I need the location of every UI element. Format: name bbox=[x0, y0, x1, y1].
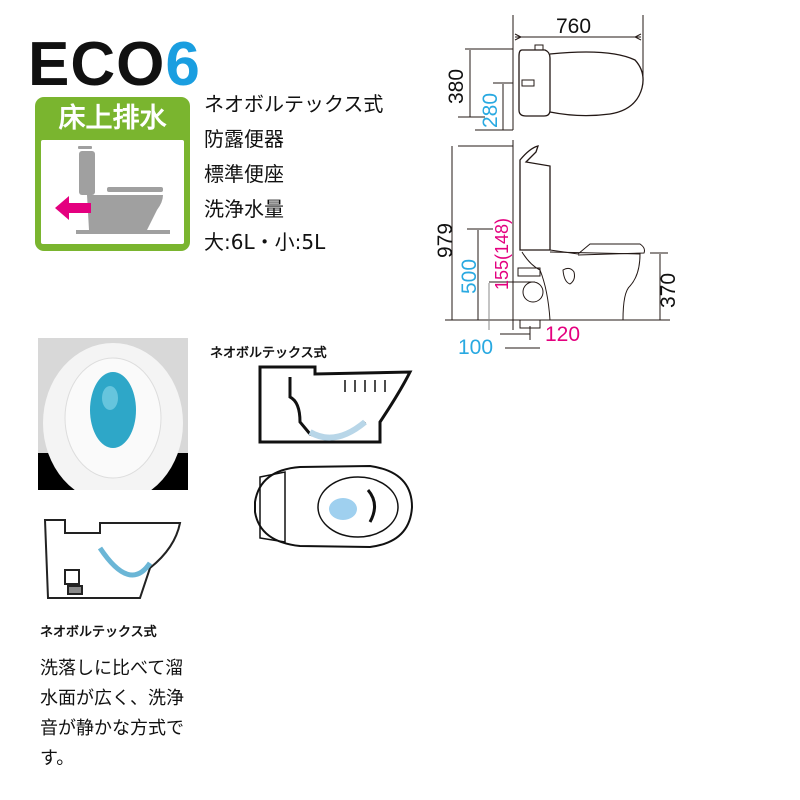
badge-illustration bbox=[41, 140, 184, 244]
dim-seat-height: 370 bbox=[657, 272, 680, 308]
logo-number: 6 bbox=[165, 30, 201, 99]
dim-offset-120: 120 bbox=[545, 323, 581, 346]
logo-prefix: ECO bbox=[28, 30, 166, 99]
photo-caption: ネオボルテックス式 bbox=[40, 625, 157, 640]
badge-title: 床上排水 bbox=[58, 103, 167, 134]
dim-height: 979 bbox=[434, 222, 457, 258]
dimension-drawing bbox=[445, 15, 670, 349]
neo-vortex-diagram bbox=[254, 365, 414, 549]
dim-tank-depth: 280 bbox=[479, 92, 502, 128]
toilet-floor-drain-icon bbox=[55, 146, 170, 234]
spec-standard-seat: 標準便座 bbox=[204, 162, 284, 186]
dim-width: 760 bbox=[556, 15, 592, 38]
spec-water-label: 洗浄水量 bbox=[204, 197, 284, 221]
dim-drain-height: 155(148) bbox=[492, 217, 512, 290]
diagram-caption: ネオボルテックス式 bbox=[210, 346, 327, 361]
dim-offset-100: 100 bbox=[458, 336, 494, 359]
spec-flush-type: ネオボルテックス式 bbox=[204, 92, 384, 116]
dim-pipe-height: 500 bbox=[458, 258, 481, 294]
bowl-photo bbox=[38, 338, 188, 490]
floor-drain-badge: 床上排水 bbox=[35, 97, 190, 251]
description-line-1: 洗落しに比べて溜 bbox=[40, 658, 184, 679]
eco6-logo: ECO6 bbox=[28, 30, 201, 100]
description-line-3: 音が静かな方式で bbox=[40, 718, 184, 739]
spec-water-amount: 大:6L・小:5L bbox=[204, 230, 326, 254]
dim-depth: 380 bbox=[445, 68, 468, 104]
description-line-4: す。 bbox=[40, 748, 75, 769]
flush-cross-section-diagram bbox=[43, 519, 182, 599]
spec-anti-condensation: 防露便器 bbox=[204, 127, 284, 151]
description-line-2: 水面が広く、洗浄 bbox=[40, 688, 184, 709]
